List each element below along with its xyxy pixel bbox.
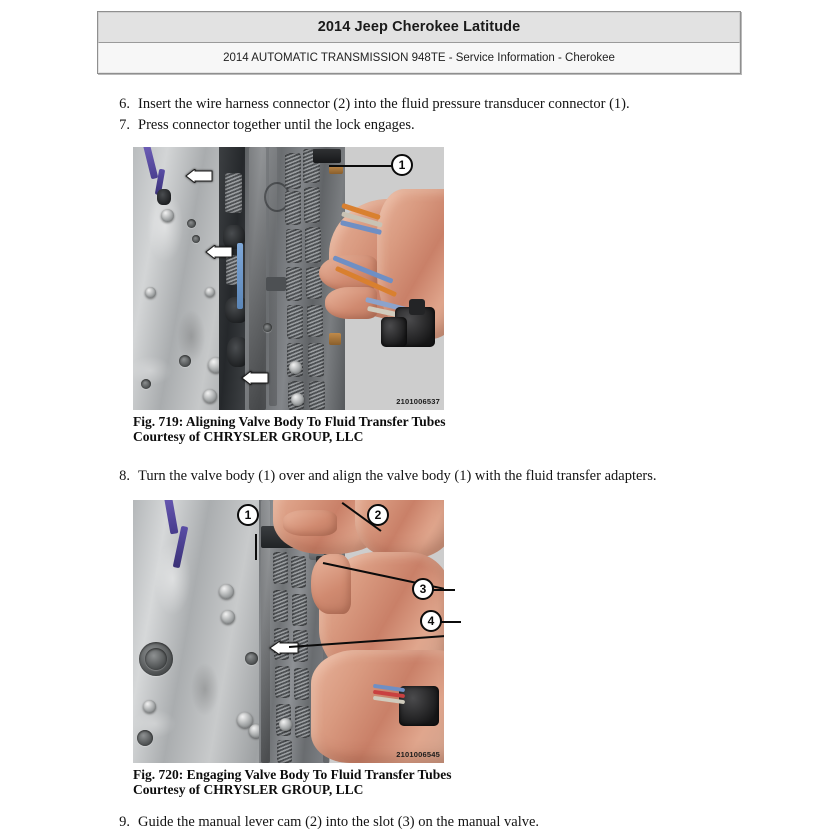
case-hole (141, 379, 151, 389)
fluid-pressure-transducer-connector (313, 149, 341, 163)
white-arrow-icon (269, 640, 299, 655)
valve-spring (285, 153, 301, 189)
case-bolt (237, 712, 253, 728)
step-item-9: 9. Guide the manual lever cam (2) into th… (108, 814, 539, 831)
white-arrow-icon (241, 371, 269, 385)
valve-spring (287, 305, 303, 339)
callout-3: 3 (412, 578, 434, 600)
valve-spring (291, 556, 306, 588)
valve-spring (308, 343, 324, 377)
valve-body-slot (266, 277, 286, 291)
step-text: Guide the manual lever cam (2) into the … (138, 814, 540, 830)
figure-719-caption: Fig. 719: Aligning Valve Body To Fluid T… (133, 414, 445, 444)
case-bore-inner (145, 648, 167, 670)
caption-line-1: Fig. 719: Aligning Valve Body To Fluid T… (133, 414, 446, 429)
callout-leader-line (433, 621, 461, 623)
wire-boot (157, 189, 171, 205)
valve-spring (286, 267, 302, 301)
step-number: 6. (119, 96, 130, 112)
step-item-7: 7. Press connector together until the loc… (108, 117, 415, 134)
callout-1: 1 (391, 154, 413, 176)
finger (283, 510, 337, 536)
connector-tab (329, 333, 341, 345)
page-subtitle: 2014 AUTOMATIC TRANSMISSION 948TE - Serv… (223, 52, 615, 64)
middle-finger (325, 287, 377, 319)
valve-spring (292, 594, 307, 626)
connector-latch (409, 299, 425, 315)
case-hole (187, 219, 196, 228)
figure-720: 1 2 2101006545 3 4 Fig. 720: Engaging Va… (133, 500, 461, 797)
callout-leader-line (255, 534, 257, 560)
case-hole (137, 730, 153, 746)
page-title: 2014 Jeep Cherokee Latitude (317, 19, 521, 35)
valve-spring (304, 187, 320, 223)
callout-leader-line (329, 165, 395, 167)
caption-line-1: Fig. 720: Engaging Valve Body To Fluid T… (133, 767, 452, 782)
header-title-row: 2014 Jeep Cherokee Latitude (98, 12, 740, 43)
caption-line-2: Courtesy of CHRYSLER GROUP, LLC (133, 429, 364, 444)
valve-body-bolt (291, 393, 304, 406)
header-subtitle-row: 2014 AUTOMATIC TRANSMISSION 948TE - Serv… (98, 43, 740, 73)
valve-spring (277, 740, 292, 763)
callout-1: 1 (237, 504, 259, 526)
wire-harness-connector-body (381, 317, 407, 347)
blue-wire (237, 243, 243, 309)
callout-2: 2 (367, 504, 389, 526)
case-bolt (205, 287, 215, 297)
document-header: 2014 Jeep Cherokee Latitude 2014 AUTOMAT… (97, 11, 741, 74)
valve-component (227, 337, 249, 367)
wire-harness-connector (399, 686, 439, 726)
case-hole (192, 235, 200, 243)
connector-tab (329, 165, 343, 174)
valve-spring (285, 191, 301, 225)
valve-spring (309, 381, 325, 410)
valve-body-rib (269, 147, 277, 406)
valve-spring (286, 229, 302, 263)
valve-body-rib (261, 500, 270, 763)
step-number: 9. (119, 814, 130, 830)
white-arrow-icon (185, 169, 213, 183)
case-bolt (221, 610, 235, 624)
callout-4: 4 (420, 610, 442, 632)
case-bolt (143, 700, 156, 713)
photo-id-number: 2101006537 (396, 397, 440, 406)
caption-line-2: Courtesy of CHRYSLER GROUP, LLC (133, 782, 364, 797)
valve-body-hole (263, 323, 272, 332)
case-bolt (145, 287, 156, 298)
figure-720-caption: Fig. 720: Engaging Valve Body To Fluid T… (133, 767, 451, 797)
valve-spring (305, 227, 321, 263)
white-arrow-icon (205, 245, 233, 259)
case-bolt (203, 389, 217, 403)
valve-spring (225, 173, 242, 213)
valve-body-bolt (279, 718, 292, 731)
valve-spring (275, 666, 290, 698)
valve-spring (295, 706, 310, 738)
figure-719: 2101006537 1 Fig. 719: Aligning Valve Bo… (133, 147, 445, 444)
valve-body-bolt (289, 361, 302, 374)
valve-spring (273, 552, 288, 584)
valve-body-rib (249, 147, 266, 410)
step-number: 8. (119, 468, 130, 484)
figure-719-photo: 2101006537 (133, 147, 444, 410)
photo-id-number: 2101006545 (396, 750, 440, 759)
valve-spring (273, 590, 288, 622)
case-hole (179, 355, 191, 367)
step-text: Insert the wire harness connector (2) in… (138, 96, 630, 112)
figure-720-photo: 1 2 2101006545 (133, 500, 444, 763)
step-number: 7. (119, 117, 130, 133)
step-item-6: 6. Insert the wire harness connector (2) … (108, 96, 630, 113)
step-text: Turn the valve body (1) over and align t… (138, 468, 657, 484)
case-hole (245, 652, 258, 665)
step-item-8: 8. Turn the valve body (1) over and align… (108, 468, 657, 485)
valve-spring (306, 267, 322, 299)
case-bolt (219, 584, 234, 599)
valve-spring (294, 668, 309, 700)
callout-leader-line (433, 589, 455, 591)
valve-spring (307, 305, 323, 337)
case-bolt (161, 209, 174, 222)
step-text: Press connector together until the lock … (138, 117, 415, 133)
